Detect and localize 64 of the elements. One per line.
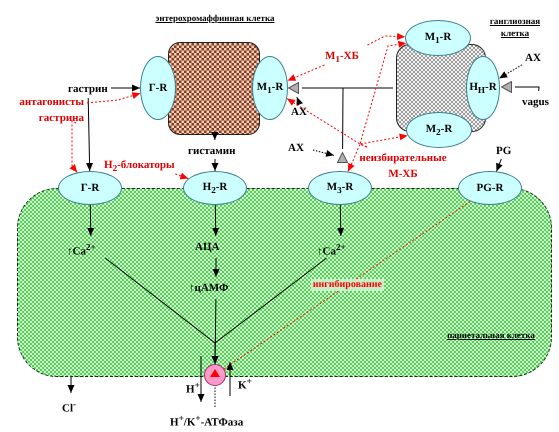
receptor-label: M$_{1}$-R bbox=[424, 30, 452, 46]
arrow bbox=[296, 96, 303, 106]
text-label: АХ bbox=[291, 104, 313, 117]
arrow bbox=[86, 98, 94, 172]
arrow bbox=[498, 64, 522, 79]
text-label: АЦА bbox=[195, 239, 237, 255]
receptor-label: Г-R bbox=[80, 182, 100, 194]
leader-line bbox=[214, 386, 216, 408]
arrow bbox=[212, 258, 220, 278]
arrow bbox=[211, 132, 218, 140]
text-label: АХ bbox=[288, 140, 310, 153]
arrow bbox=[174, 172, 189, 180]
receptor-label: H$_{Н}$-R bbox=[469, 80, 497, 96]
receptor-label: PG-R bbox=[476, 182, 504, 194]
text-label: H$^{+}$/K$^{+}$-АТФаза bbox=[170, 410, 260, 424]
arrow bbox=[212, 158, 218, 172]
arrow bbox=[86, 92, 141, 104]
receptor-ellipse bbox=[140, 56, 176, 120]
receptor-label: M$_{3}$-R bbox=[326, 180, 354, 196]
receptor-ellipse bbox=[466, 56, 500, 120]
receptor-ellipse bbox=[308, 171, 372, 205]
edge-label: ингибирование bbox=[310, 279, 384, 292]
nerve-fiber-line bbox=[514, 86, 540, 92]
text-label: PG bbox=[496, 143, 514, 156]
arrow bbox=[287, 64, 325, 82]
arrow bbox=[69, 120, 78, 173]
receptor-ellipse bbox=[58, 171, 122, 205]
arrow bbox=[110, 84, 140, 92]
receptor-ellipse bbox=[183, 171, 247, 205]
text-label: M$_{1}$-ХБ bbox=[325, 48, 371, 62]
text-label: H$_{2}$-блокаторы bbox=[104, 157, 190, 171]
receptor-label: M$_{1}$-R bbox=[256, 80, 284, 96]
text-label: гистамин bbox=[188, 143, 242, 156]
arrow bbox=[212, 204, 220, 236]
arrow bbox=[87, 204, 94, 236]
receptor-ellipse bbox=[252, 56, 288, 120]
text-label: гастрин bbox=[68, 81, 108, 95]
arrow bbox=[68, 376, 74, 394]
text-label: АХ bbox=[525, 50, 547, 63]
arrow bbox=[312, 150, 334, 157]
arrow bbox=[337, 204, 344, 236]
cell-heading: париетальная клетка bbox=[446, 329, 536, 341]
nerve-ending-icon bbox=[337, 152, 348, 163]
text-label: ↑цАМФ bbox=[189, 280, 243, 296]
ion-label: H$^{+}$ bbox=[186, 379, 200, 397]
nerve-fiber-line bbox=[342, 88, 394, 150]
arrow bbox=[358, 134, 408, 148]
receptor-label: M$_{2}$-R bbox=[426, 122, 452, 138]
receptor-ellipse bbox=[458, 171, 522, 205]
arrow bbox=[367, 32, 406, 46]
ion-label: K$^{+}$ bbox=[238, 375, 252, 393]
arrow bbox=[496, 158, 503, 172]
cell-heading: энтерохромаффинная клетка bbox=[154, 12, 276, 24]
receptor-label: Г-R bbox=[148, 82, 168, 94]
text-label: неизбирательные М-ХБ bbox=[354, 150, 452, 176]
cell-heading: ганглиозная клетка bbox=[488, 15, 542, 39]
ion-pump-icon bbox=[204, 364, 226, 386]
receptor-ellipse bbox=[405, 20, 471, 56]
arrow bbox=[347, 143, 368, 172]
receptor-label: H$_{2}$-R bbox=[202, 180, 228, 196]
arrow bbox=[212, 258, 328, 364]
text-label: Cl$^{-}$ bbox=[62, 396, 80, 410]
text-label: vagus bbox=[522, 94, 554, 107]
connector-line bbox=[224, 200, 471, 370]
